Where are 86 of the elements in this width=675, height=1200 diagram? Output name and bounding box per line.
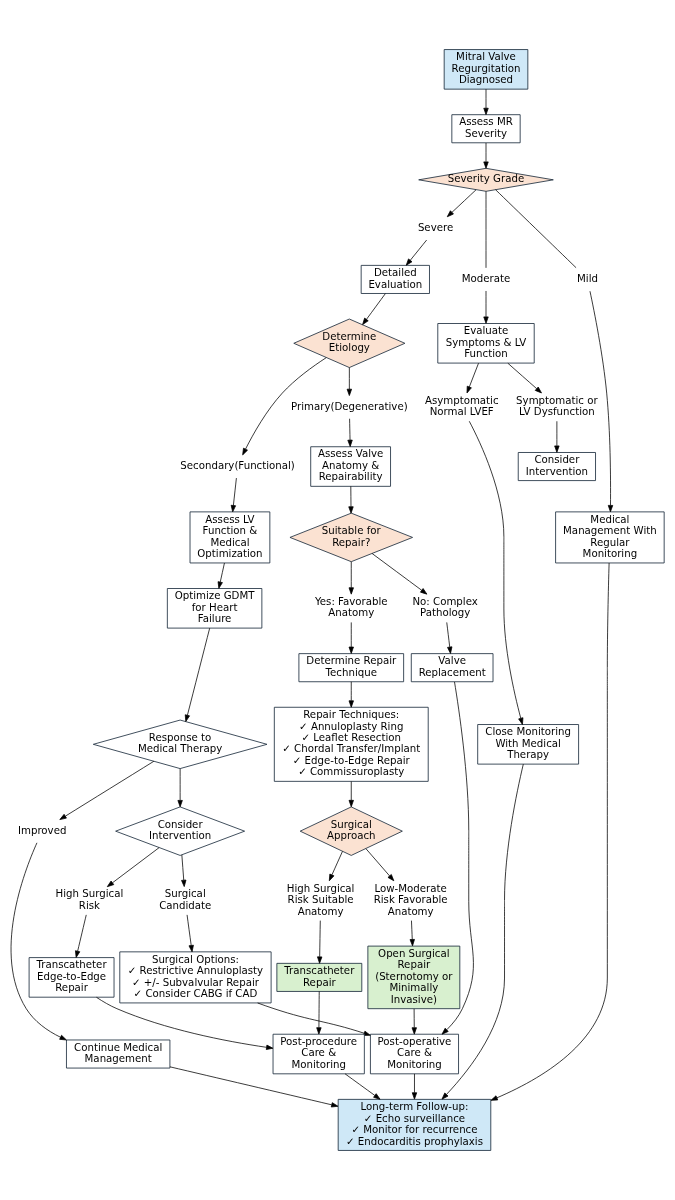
arrow (344, 1073, 381, 1100)
node-diamond: Response to Medical Therapy (92, 719, 268, 769)
node-box: Detailed Evaluation (360, 264, 430, 294)
node-text: High Surgical Risk (55, 888, 124, 911)
node-text: Secondary(Functional) (180, 459, 295, 471)
arrow (328, 851, 343, 882)
arrow (554, 420, 560, 453)
arrow (446, 189, 477, 218)
arrow (409, 920, 415, 947)
arrow (10, 842, 67, 1041)
arrow (184, 627, 211, 722)
node-box: Close Monitoring With Medical Therapy (477, 724, 579, 765)
arrow (242, 357, 327, 456)
node-text: Surgical Candidate (159, 888, 212, 911)
arrow (483, 290, 489, 324)
arrow (490, 562, 610, 1101)
arrow (507, 362, 542, 394)
node-box: Valve Replacement (410, 653, 494, 683)
node-box: Continue Medical Management (66, 1039, 171, 1069)
arrow (348, 561, 354, 595)
arrow (257, 1002, 371, 1036)
arrow (181, 854, 187, 887)
node-text: Symptomatic or LV Dysfunction (516, 394, 598, 418)
arrow (411, 1008, 417, 1035)
node-box: Long-term Follow-up: ✓ Echo surveillance ✓ Monitor for recurrence ✓ Endocarditis prophylaxis (337, 1098, 492, 1151)
arrow (59, 760, 155, 820)
node-box: Medical Management With Regular Monitoring (555, 511, 665, 564)
node-text: No: Complex Pathology (412, 595, 478, 619)
arrow (441, 763, 524, 1100)
node-box: Assess LV Function & Medical Optimization (189, 511, 271, 564)
node-box: Repair Techniques: ✓ Annuloplasty Ring ✓ Leaflet Resection ✓ Chordal Transfer/Implant ✓ Edge-to-Edge Repair ✓ Commissuroplasty (273, 706, 429, 782)
node-box: Determine Repair Technique (298, 653, 405, 683)
arrow (106, 847, 160, 888)
arrow (483, 142, 489, 169)
arrow (186, 914, 194, 953)
arrow (348, 781, 354, 808)
node-box: Transcatheter Edge-to-Edge Repair (28, 957, 115, 998)
node-box: Post-procedure Care & Monitoring (272, 1033, 365, 1075)
arrow (317, 920, 323, 964)
node-text: Primary(Degenerative) (291, 400, 408, 412)
arrow (177, 768, 183, 808)
arrow (411, 1073, 418, 1100)
node-diamond: Surgical Approach (299, 806, 403, 856)
node-box: Surgical Options: ✓ Restrictive Annuloplasty ✓ +/- Subvalvular Repair ✓ Consider CABG if CAD (119, 951, 272, 1004)
node-box: Assess Valve Anatomy & Repairability (310, 446, 391, 487)
node-text: Asymptomatic Normal LVEF (424, 394, 499, 418)
connector (495, 189, 577, 269)
node-diamond: Suitable for Repair? (289, 512, 413, 563)
arrow (217, 562, 225, 589)
arrow (316, 991, 322, 1035)
node-text: High Surgical Risk Suitable Anatomy (286, 882, 355, 917)
arrow (169, 1066, 339, 1108)
arrow (348, 681, 354, 708)
arrow (365, 848, 395, 882)
arrow (446, 622, 453, 654)
node-text: Moderate (461, 272, 511, 284)
node-text: Severe (417, 221, 454, 233)
arrow (589, 290, 614, 513)
arrow (441, 681, 474, 1035)
node-box: Open Surgical Repair (Sternotomy or Minimally Invasive) (367, 945, 461, 1010)
node-box: Mitral Valve Regurgitation Diagnosed (443, 49, 529, 90)
arrow (96, 996, 274, 1050)
node-diamond: Severity Grade (418, 167, 554, 192)
arrow (468, 420, 524, 725)
arrow (405, 239, 427, 266)
node-box: Evaluate Symptoms & LV Function (437, 323, 535, 364)
arrow (346, 367, 352, 396)
node-box: Optimize GDMT for Heart Failure (166, 588, 263, 629)
node-box: Transcatheter Repair (276, 962, 363, 992)
node-text: Yes: Favorable Anatomy (314, 595, 388, 619)
arrow (371, 553, 428, 595)
arrow (466, 362, 479, 394)
node-box: Post-operative Care & Monitoring (370, 1033, 459, 1075)
arrow (483, 88, 489, 115)
arrow (75, 914, 87, 958)
node-diamond: Consider Intervention (115, 806, 246, 856)
node-box: Assess MR Severity (451, 114, 521, 144)
arrow (230, 477, 237, 513)
arrow (347, 418, 353, 447)
node-box: Consider Intervention (517, 452, 596, 481)
arrow (348, 622, 354, 654)
arrow (348, 486, 354, 514)
arrow (362, 293, 386, 325)
node-text: Improved (17, 824, 67, 836)
node-text: Low-Moderate Risk Favorable Anatomy (373, 882, 448, 917)
node-text: Mild (577, 272, 599, 284)
